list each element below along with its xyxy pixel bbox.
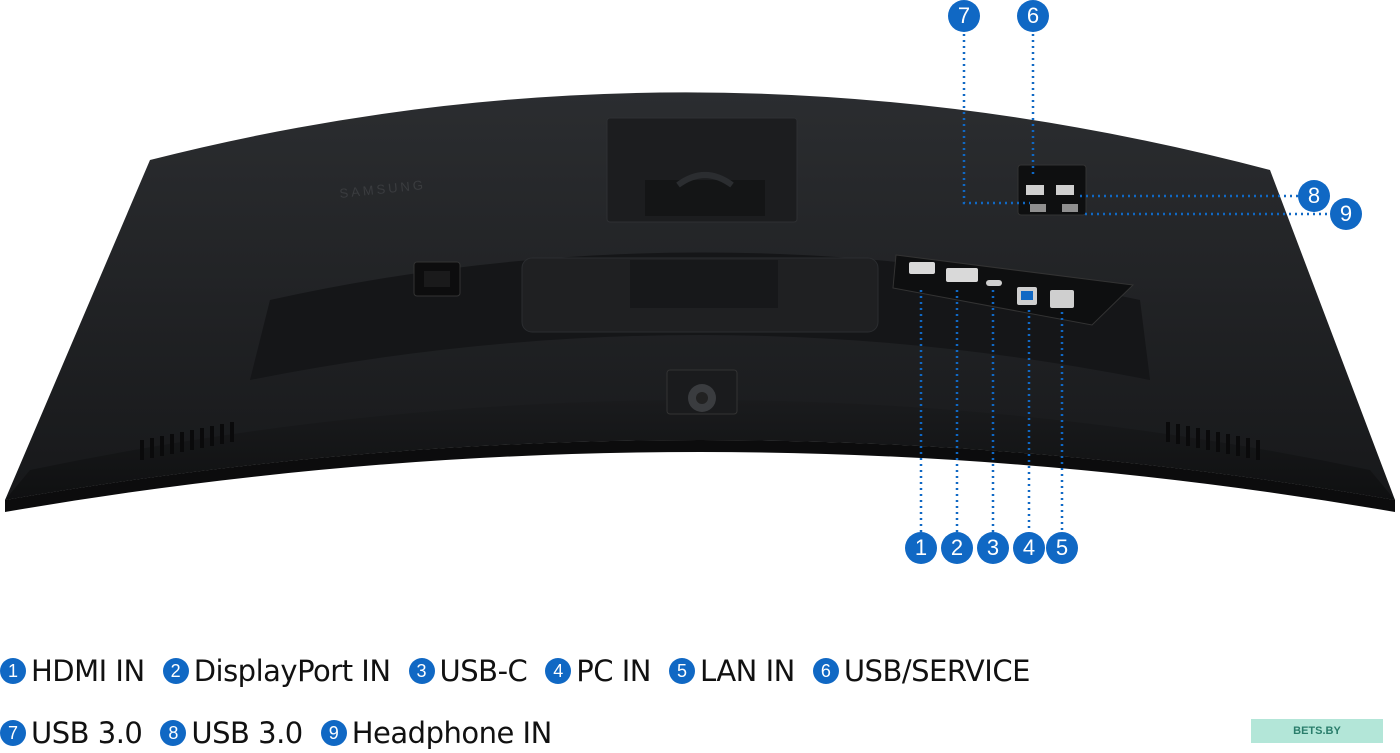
legend-number-2: 2: [162, 658, 189, 684]
leader-line-7: [962, 16, 1030, 205]
ribbed-band: [5, 400, 1395, 500]
callout-number-2: 2: [941, 532, 973, 564]
legend-number-5: 5: [669, 658, 695, 684]
legend-number-6: 6: [812, 658, 839, 684]
legend-number-9: 9: [320, 720, 347, 746]
legend-number-8: 8: [160, 720, 187, 746]
legend-label-usb-service: USB/SERVICE: [843, 654, 1031, 688]
callout-number-5: 5: [1046, 532, 1078, 564]
hdmi-port: [909, 262, 935, 274]
left-speaker-grille: [140, 422, 234, 460]
callout-number-1: 1: [905, 532, 937, 564]
legend-row-1: 1 HDMI IN 2 DisplayPort IN 3 USB-C 4 PC …: [0, 651, 1048, 691]
right-speaker-grille: [1166, 422, 1260, 460]
legend-label-usb-c: USB-C: [439, 654, 528, 688]
legend-label-hdmi-in: HDMI IN: [31, 654, 145, 688]
lan-port: [1050, 290, 1074, 308]
legend-item-7: 7 USB 3.0: [0, 716, 143, 750]
monitor-bottom-edge: [5, 440, 1395, 512]
legend-item-5: 5 LAN IN: [669, 654, 795, 688]
legend-label-usb-3-0-b: USB 3.0: [191, 716, 303, 750]
callout-number-6: 6: [1017, 0, 1049, 32]
displayport-port: [946, 268, 978, 282]
legend-item-2: 2 DisplayPort IN: [162, 654, 391, 688]
legend-number-4: 4: [545, 658, 572, 684]
legend-number-3: 3: [408, 658, 435, 684]
legend-label-usb-3-0-a: USB 3.0: [31, 716, 143, 750]
legend-number-7: 7: [0, 720, 26, 746]
legend-label-lan-in: LAN IN: [700, 654, 795, 688]
legend-item-1: 1 HDMI IN: [0, 654, 145, 688]
watermark: BETS.BY: [1251, 719, 1383, 743]
legend-item-4: 4 PC IN: [545, 654, 651, 688]
callout-number-9: 9: [1330, 198, 1362, 230]
legend-item-3: 3 USB-C: [408, 654, 528, 688]
legend-item-8: 8 USB 3.0: [160, 716, 303, 750]
callout-number-4: 4: [1013, 532, 1045, 564]
callout-number-3: 3: [977, 532, 1009, 564]
legend-number-1: 1: [0, 658, 26, 684]
callout-number-8: 8: [1298, 180, 1330, 212]
legend-label-pc-in: PC IN: [576, 654, 651, 688]
leader-lines: [919, 16, 1346, 548]
legend-label-headphone-in: Headphone IN: [351, 716, 553, 750]
usb-c-port: [986, 280, 1002, 286]
legend-label-displayport-in: DisplayPort IN: [193, 654, 391, 688]
legend-row-2: 7 USB 3.0 8 USB 3.0 9 Headphone IN: [0, 713, 570, 753]
side-usb-hub: [1017, 164, 1087, 216]
monitor-rear-illustration: SAMSUNG: [5, 16, 1395, 548]
legend-item-9: 9 Headphone IN: [320, 716, 553, 750]
legend-item-6: 6 USB/SERVICE: [812, 654, 1031, 688]
callout-number-7: 7: [948, 0, 980, 32]
